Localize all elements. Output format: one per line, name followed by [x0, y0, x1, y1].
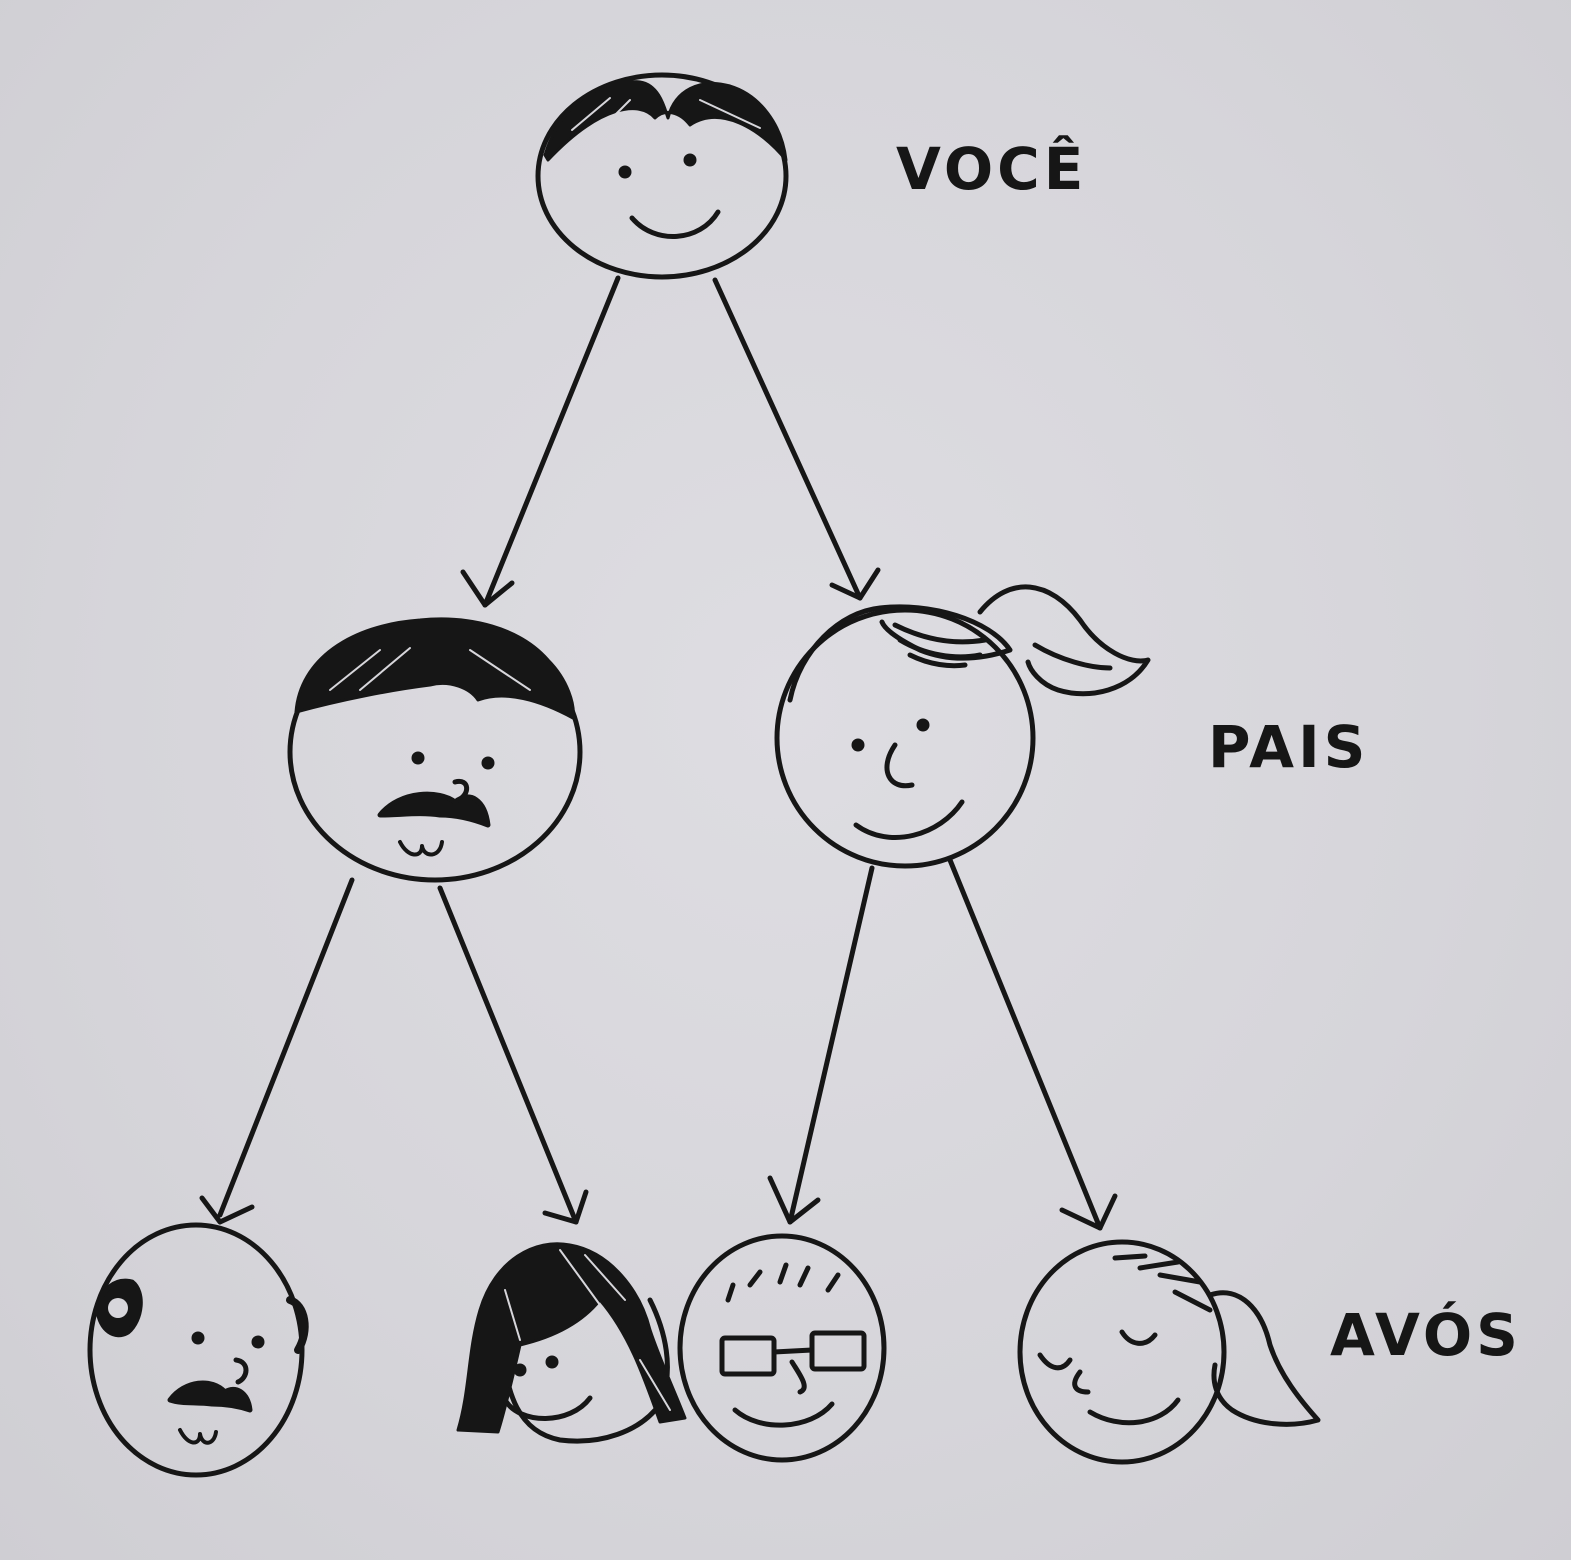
grandmother-maternal-face — [1017, 1239, 1321, 1465]
grandfather-maternal-face — [677, 1233, 887, 1463]
label-you: VOCÊ — [896, 135, 1088, 203]
father-hair — [294, 617, 575, 720]
mother-ponytail — [977, 584, 1151, 697]
glasses-icon — [719, 1330, 867, 1377]
grandfather-paternal-face — [87, 1222, 309, 1478]
mother-face — [774, 584, 1151, 869]
you-hair — [543, 80, 788, 162]
edge-mother-to-grandmother-maternal — [947, 857, 1118, 1231]
edge-you-to-father — [460, 275, 621, 608]
grandmother-paternal-hair — [456, 1242, 687, 1434]
you-face — [535, 72, 789, 280]
tree-edges — [199, 275, 1118, 1231]
edge-father-to-grandmother-paternal — [437, 885, 589, 1225]
label-grandparents: AVÓS — [1330, 1301, 1522, 1369]
grandmother-maternal-ponytail — [1207, 1290, 1321, 1427]
edge-father-to-grandfather-paternal — [199, 877, 355, 1225]
grandmother-paternal-face — [456, 1242, 687, 1444]
edge-you-to-mother — [712, 277, 881, 601]
father-mustache — [377, 791, 491, 828]
edge-mother-to-grandfather-maternal — [767, 865, 875, 1225]
father-face — [287, 617, 583, 883]
label-parents: PAIS — [1208, 713, 1370, 781]
grandfather-paternal-mustache — [167, 1380, 253, 1413]
